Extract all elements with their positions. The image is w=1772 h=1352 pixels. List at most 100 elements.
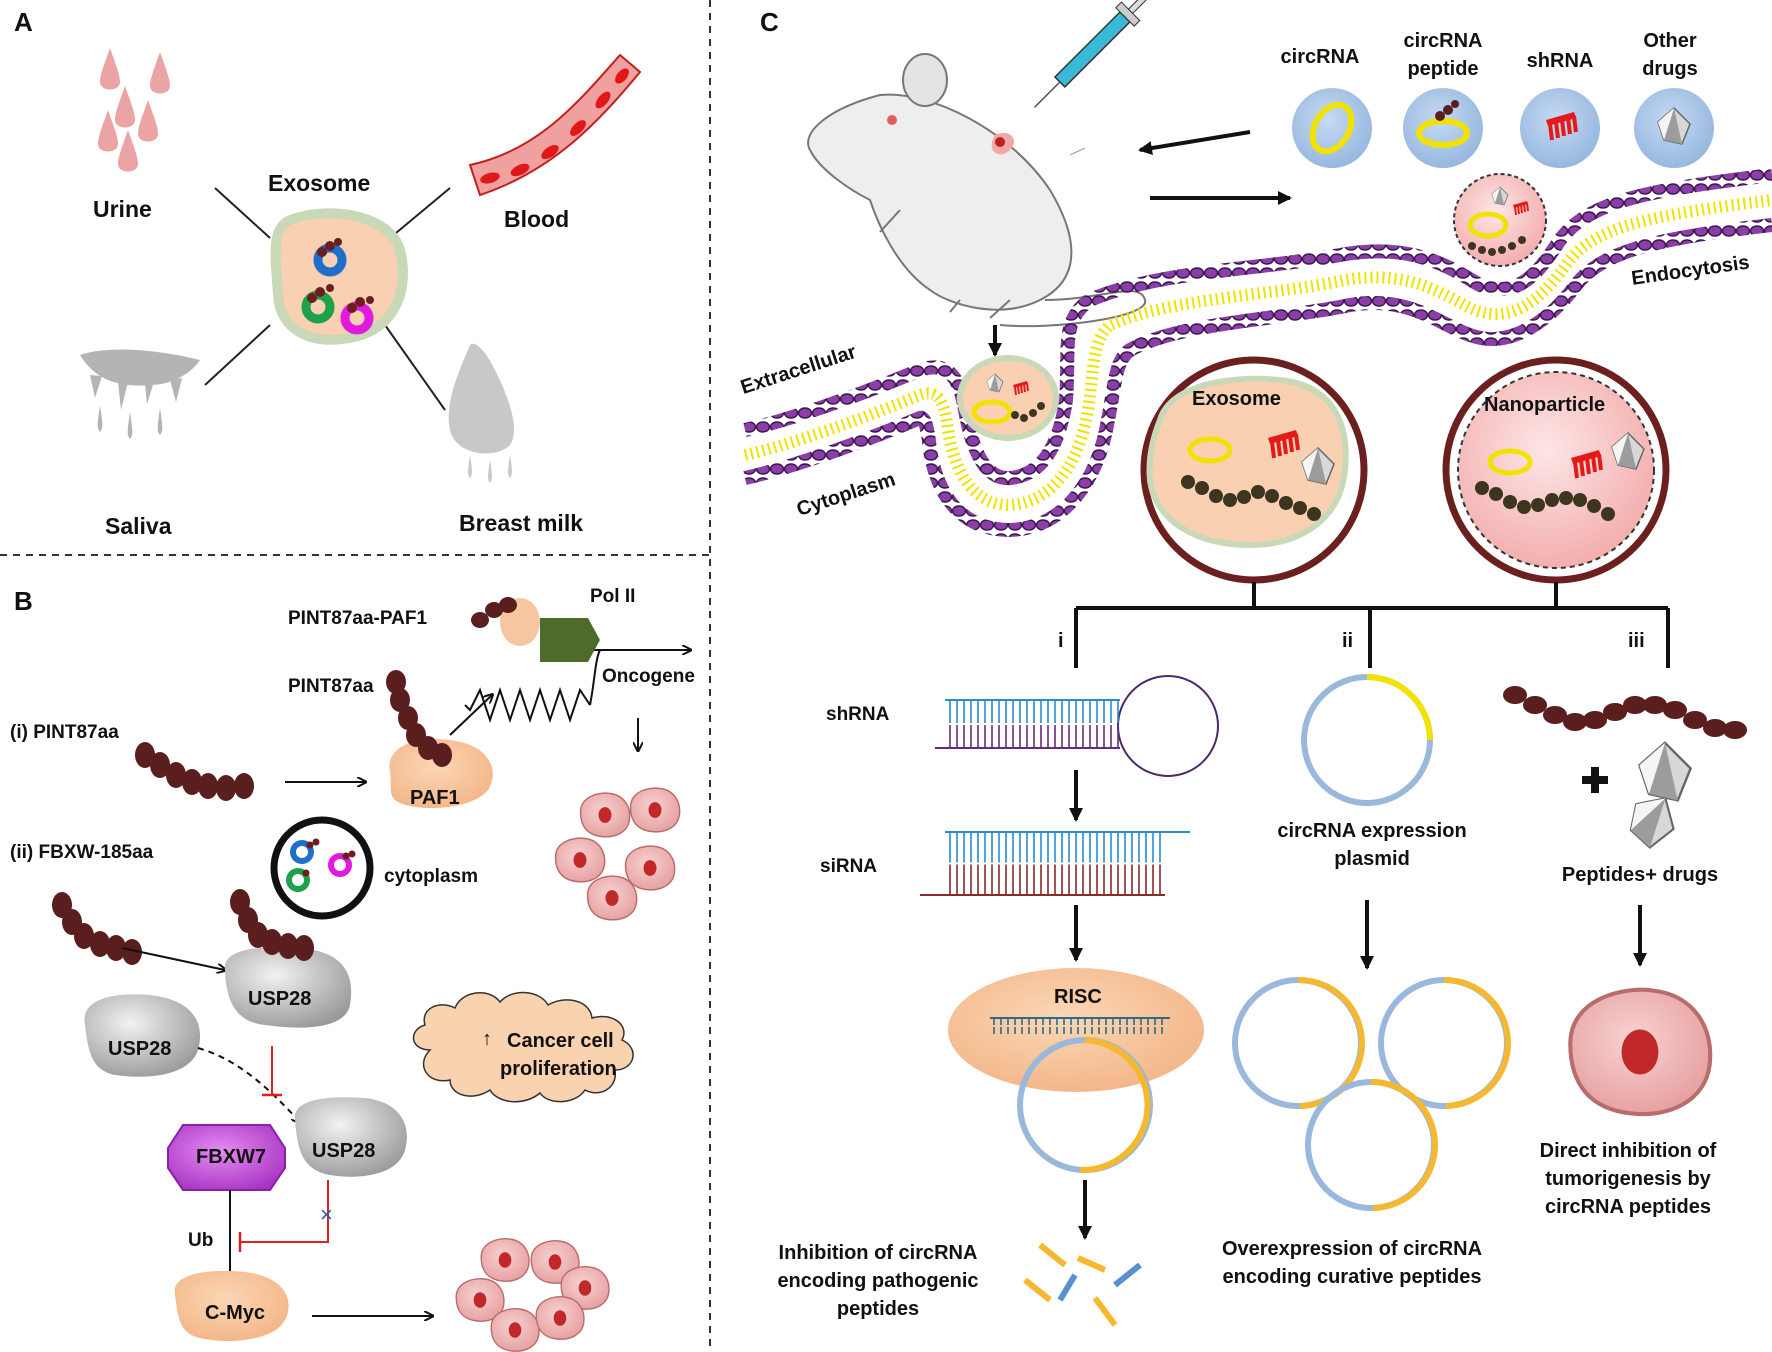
plasmid-label-2: plasmid — [1334, 848, 1410, 870]
route-iii-roman: iii — [1628, 630, 1645, 652]
blood-vessel-icon — [468, 53, 642, 197]
blocked-cross-icon: × — [320, 1202, 333, 1227]
usp28-top-label: USP28 — [248, 988, 312, 1010]
syringe-icon — [1033, 0, 1149, 108]
ub-label: Ub — [188, 1230, 214, 1251]
panel-label-b: B — [14, 586, 33, 616]
peptides-drugs-label: Peptides+ drugs — [1561, 864, 1719, 886]
outcome-iii-line2: tumorigenesis by — [1545, 1168, 1711, 1190]
proliferating-cells-bottom — [455, 1238, 610, 1352]
legend-circrna-icon — [1292, 88, 1372, 168]
panel-label-a: A — [14, 7, 33, 37]
shrna-label: shRNA — [826, 704, 890, 725]
nanoparticle-carrier-label: Nanoparticle — [1484, 394, 1606, 416]
membrane-pocket-vesicle — [957, 355, 1059, 441]
route-i-roman: i — [1058, 630, 1064, 652]
fbxw185aa-free-beads — [52, 892, 142, 965]
outcome-i-line1: Inhibition of circRNA — [778, 1242, 978, 1264]
outcome-iii-line3: circRNA peptides — [1545, 1196, 1711, 1218]
legend-peptide-label-1: circRNA — [1403, 30, 1483, 52]
outcome-ii-line1: Overexpression of circRNA — [1221, 1238, 1483, 1260]
outcome-ii-line2: encoding curative peptides — [1222, 1266, 1482, 1288]
breast-milk-label: Breast milk — [459, 510, 584, 536]
expression-plasmid-icon — [1301, 674, 1433, 806]
usp28-bottom-icon — [294, 1097, 407, 1177]
dna-strand — [464, 686, 591, 724]
cytoplasm-label-b: cytoplasm — [384, 866, 478, 887]
panel-c — [743, 0, 1772, 1327]
legend-peptide-label-2: peptide — [1407, 58, 1479, 80]
panel-a — [80, 48, 642, 483]
plasmid-label-1: circRNA expression — [1277, 820, 1467, 842]
usp28-mid-label: USP28 — [108, 1038, 172, 1060]
cancer-proliferation-label-1: Cancer cell — [507, 1030, 614, 1052]
legend-peptide-icon — [1403, 88, 1483, 168]
nanoparticle-carrier — [1442, 356, 1670, 584]
risc-complex — [948, 968, 1204, 1174]
peptide-chain — [1503, 686, 1747, 739]
route-bracket — [1074, 582, 1670, 668]
usp28-bottom-label: USP28 — [312, 1140, 376, 1162]
legend-drugs-label-1: Other — [1643, 30, 1697, 52]
legend-shrna-label: shRNA — [1526, 50, 1594, 72]
blood-label: Blood — [504, 206, 570, 232]
cell-membrane — [743, 168, 1772, 538]
legend-shrna-icon — [1520, 88, 1600, 168]
pol2-label: Pol II — [590, 586, 636, 607]
pint87aa-bound-beads — [386, 670, 452, 767]
panel-b: × — [52, 597, 690, 1352]
cytoplasm-circle — [270, 816, 374, 920]
tumor-cell-icon — [1570, 990, 1710, 1114]
panel-label-c: C — [760, 7, 779, 37]
endocytosis-vesicle — [1453, 173, 1547, 267]
cmyc-icon — [174, 1270, 289, 1341]
exosome-carrier — [1140, 356, 1368, 584]
urine-icon — [98, 48, 170, 172]
exosome-carrier-label: Exosome — [1192, 388, 1281, 410]
outcome-i-line2: encoding pathogenic — [777, 1270, 979, 1292]
fbxw185aa-bound-beads — [230, 889, 314, 961]
pint87aa-paf1-beads — [471, 597, 517, 628]
panel-dividers — [0, 0, 711, 1352]
oncogene-label: Oncogene — [602, 666, 695, 687]
cancer-proliferation-cloud — [412, 991, 634, 1103]
breast-milk-icon — [448, 343, 515, 483]
cmyc-label: C-Myc — [205, 1302, 266, 1324]
pint87aa-paf1-label: PINT87aa-PAF1 — [288, 608, 428, 629]
exosome-vesicle — [270, 208, 408, 345]
usp28-top-icon — [224, 947, 352, 1028]
drugs-crystals-icon — [1619, 741, 1692, 855]
pol2-icon — [540, 618, 600, 662]
plus-icon — [1582, 767, 1608, 793]
pint87aa-label: PINT87aa — [288, 676, 374, 697]
outcome-i-line3: peptides — [836, 1298, 920, 1320]
route-ii-roman: ii — [1342, 630, 1354, 652]
sirna-duplex-icon — [920, 831, 1190, 896]
cancer-arrow-up-icon: ↑ — [482, 1028, 492, 1050]
saliva-icon — [80, 349, 200, 439]
outcome-iii-line1: Direct inhibition of — [1539, 1140, 1717, 1162]
circrna-copies — [1232, 976, 1511, 1211]
shrna-hairpin-icon — [935, 675, 1219, 777]
cleaved-rna-fragments — [1023, 1242, 1142, 1327]
mouse-icon — [807, 53, 1147, 328]
paf1-icon — [389, 739, 493, 809]
usp28-mid-icon — [84, 994, 201, 1077]
pint87aa-free-beads — [135, 742, 254, 801]
legend-drugs-icon — [1634, 88, 1714, 168]
fbxw7-icon — [167, 1124, 286, 1191]
exosome-label-a: Exosome — [268, 170, 371, 196]
proliferating-cells-top — [554, 787, 681, 921]
route-i-label: (i) PINT87aa — [10, 722, 119, 743]
cancer-proliferation-label-2: proliferation — [500, 1058, 617, 1080]
urine-label: Urine — [93, 196, 152, 222]
legend-drugs-label-2: drugs — [1642, 58, 1698, 80]
saliva-label: Saliva — [105, 513, 172, 539]
sirna-label: siRNA — [820, 856, 878, 877]
risc-label: RISC — [1054, 986, 1102, 1008]
fbxw7-label: FBXW7 — [196, 1146, 266, 1168]
paf1-label: PAF1 — [410, 787, 460, 809]
route-ii-label: (ii) FBXW-185aa — [10, 842, 154, 863]
legend-circrna-label: circRNA — [1280, 46, 1360, 68]
